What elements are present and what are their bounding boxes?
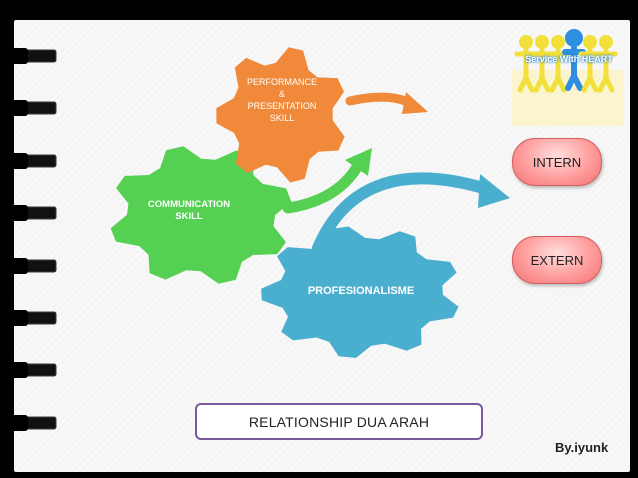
logo-text: Service With HEART [525,54,613,64]
performance-label: PERFORMANCE & PRESENTATION SKILL [247,77,317,123]
intern-label: INTERN [532,154,582,170]
caption-text: RELATIONSHIP DUA ARAH [248,413,430,430]
t-perf-line: PRESENTATION [248,101,317,111]
binding-ring [23,259,57,273]
t-perf-line: SKILL [270,113,295,123]
binding-ring [23,311,57,325]
binding-hole [2,100,28,116]
smiley-person-icon [530,35,554,93]
performance-skill-gear [216,47,345,183]
binding-hole [2,310,28,326]
extern-node: EXTERN [512,236,602,284]
green-arrow-head [345,148,372,176]
t-comm-line: COMMUNICATION [148,199,230,210]
binding-ring [23,206,57,220]
smiley-person-icon [562,29,586,91]
binding-ring [23,154,57,168]
t-perf-line: PERFORMANCE [247,77,317,87]
smiley-people-logo [512,29,624,126]
smiley-person-icon [578,35,602,93]
smiley-person-icon [594,35,618,93]
binding-hole [2,205,28,221]
binding-hole [2,362,28,378]
smiley-person-icon [546,35,570,93]
author-label: By.iyunk [555,440,609,455]
teal-arrow [312,172,496,254]
profesionalisme-gear [261,226,459,358]
binding-ring [23,416,57,430]
t-comm-line: SKILL [175,211,203,222]
binding-ring [23,101,57,115]
extern-label: EXTERN [530,252,584,268]
binding-hole [2,258,28,274]
profesionalisme-label: PROFESIONALISME [308,285,414,297]
teal-arrow-head [478,174,510,208]
binding-hole [2,153,28,169]
binding-hole [2,48,28,64]
binding-hole [2,415,28,431]
binding-ring [23,363,57,377]
green-arrow [282,156,366,214]
spiral-binding [2,48,57,431]
communication-skill-gear [110,146,292,284]
binding-ring [23,49,57,63]
t-prof-line: PROFESIONALISME [308,285,414,297]
orange-arrow [345,92,417,109]
caption-box: RELATIONSHIP DUA ARAH [195,403,483,440]
intern-node: INTERN [512,138,602,186]
orange-arrow-head [402,92,428,114]
smiley-person-icon [514,35,538,93]
t-perf-line: & [279,89,285,99]
